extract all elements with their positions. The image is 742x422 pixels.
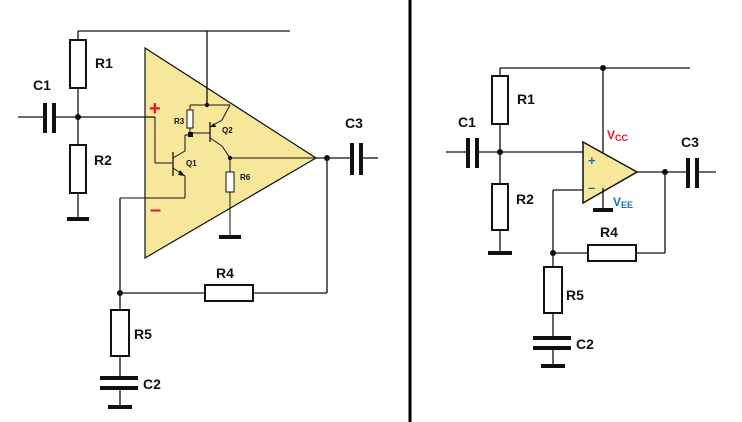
right-plus-sign: + (588, 153, 596, 168)
left-circuit: R1 R2 C1 + – Q1 R3 (18, 30, 378, 409)
left-c1-label: C1 (33, 77, 51, 93)
right-node-vcc (600, 65, 606, 71)
right-minus-sign: – (588, 180, 595, 195)
left-c3-label: C3 (345, 115, 363, 131)
left-r3-label: R3 (174, 117, 185, 126)
right-r1-label: R1 (517, 91, 535, 107)
right-r1-resistor (491, 75, 509, 125)
right-r5-resistor (543, 266, 563, 314)
left-r6-resistor (225, 171, 235, 193)
right-r2-resistor (491, 183, 509, 231)
left-q1-label: Q1 (186, 159, 197, 168)
right-c1-label: C1 (458, 114, 476, 130)
right-r5-label: R5 (566, 287, 584, 303)
right-vee-label: VEE (613, 195, 633, 210)
left-q1-collector-node (188, 132, 193, 137)
left-r4-resistor (204, 284, 254, 302)
left-q2-emitter-arrow (210, 123, 216, 127)
left-r2-label: R2 (94, 152, 112, 168)
right-node-input (497, 149, 503, 155)
left-r1-label: R1 (95, 55, 113, 71)
left-r4-label: R4 (216, 265, 234, 281)
left-r6-label: R6 (240, 173, 251, 182)
left-node-top (204, 102, 210, 108)
right-vcc-label: VCC (607, 128, 629, 143)
left-r3-resistor (186, 109, 194, 129)
left-r1-resistor (69, 39, 87, 89)
left-minus-sign: – (150, 199, 161, 221)
left-c2-label: C2 (143, 376, 161, 392)
right-c3-label: C3 (681, 134, 699, 150)
right-r2-label: R2 (516, 191, 534, 207)
right-circuit: R1 R2 C1 + – VCC VEE C3 (446, 65, 716, 368)
right-c2-label: C2 (576, 336, 594, 352)
left-node-input (75, 114, 81, 120)
left-r5-label: R5 (134, 326, 152, 342)
left-q2-label: Q2 (222, 126, 233, 135)
left-r2-resistor (69, 144, 87, 194)
right-r4-label: R4 (600, 224, 618, 240)
right-opamp-body (582, 140, 639, 205)
right-r4-resistor (587, 244, 637, 262)
left-r5-resistor (110, 309, 130, 357)
left-plus-sign: + (149, 98, 161, 120)
left-q1-emitter-arrow (178, 170, 185, 176)
